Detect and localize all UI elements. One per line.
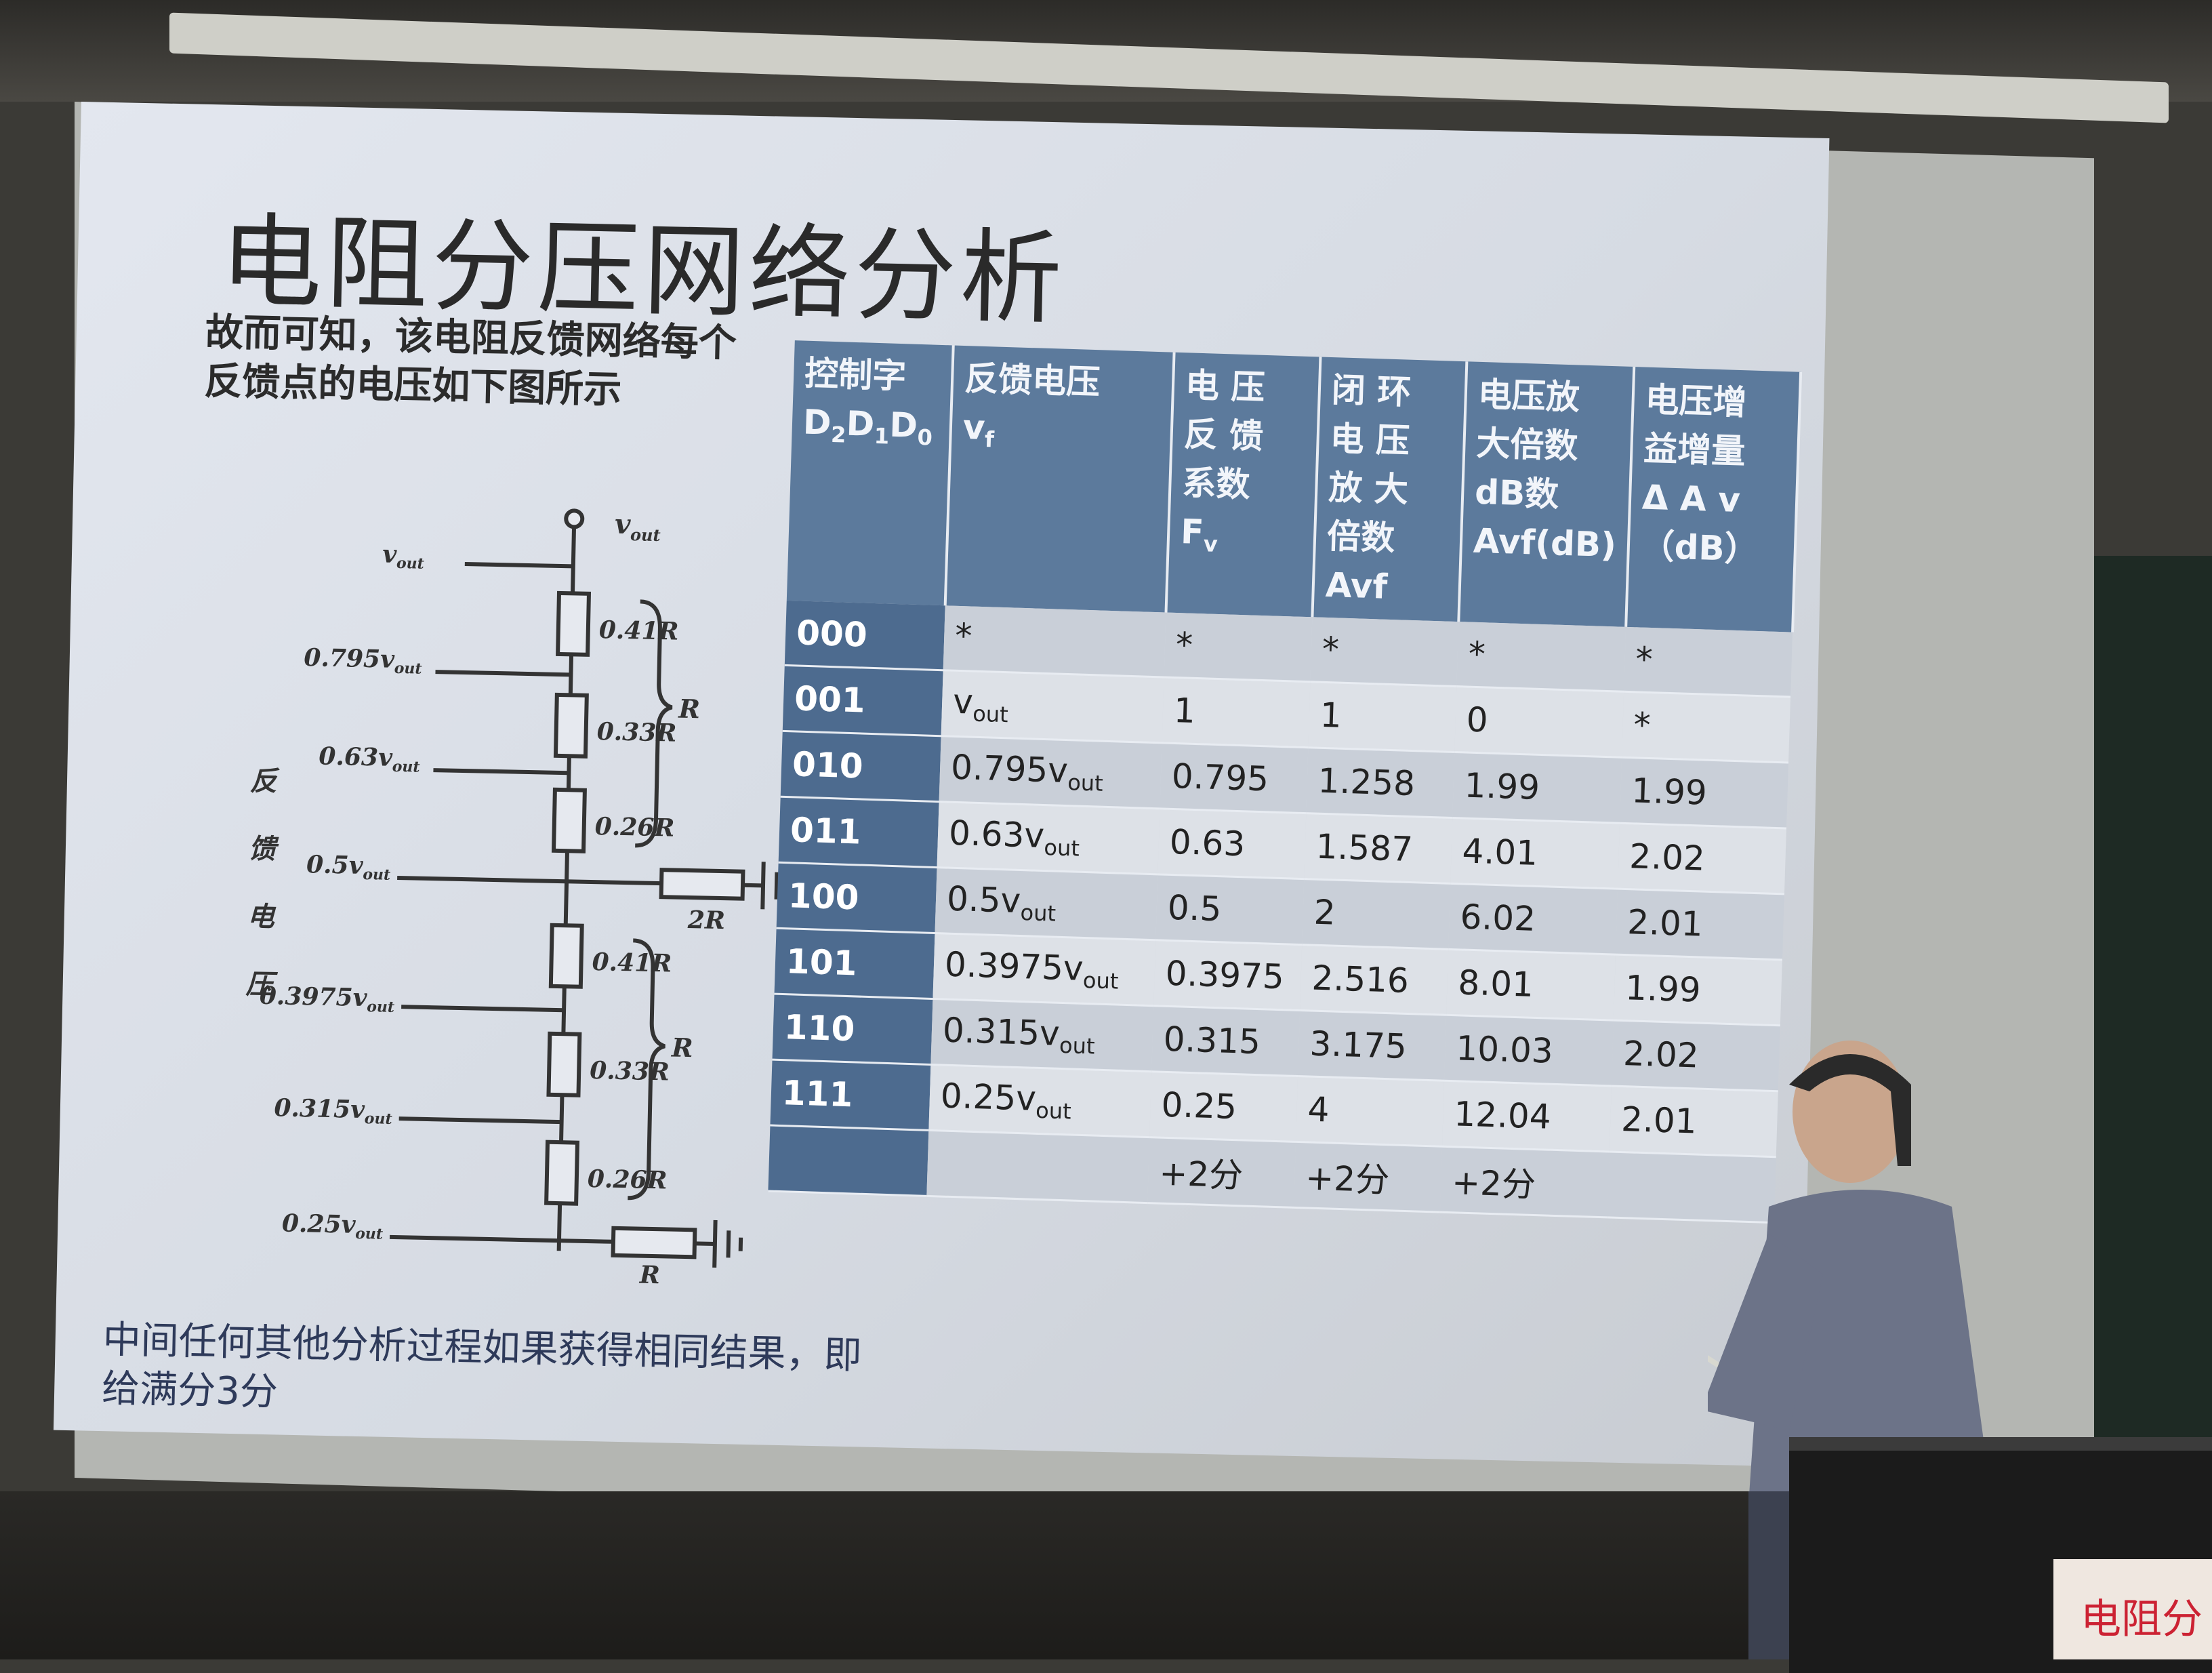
cell-code: 011 xyxy=(779,797,939,867)
cell-delta: 1.99 xyxy=(1614,954,1782,1026)
cell-code: 110 xyxy=(773,994,933,1064)
svg-text:0.5vout: 0.5vout xyxy=(306,850,391,884)
cell-fv: * xyxy=(1164,613,1313,682)
cell-code: 100 xyxy=(777,862,937,933)
svg-text:2R: 2R xyxy=(687,906,725,935)
cell-db: +2分 xyxy=(1440,1146,1610,1217)
cell-fv: 0.3975 xyxy=(1153,940,1302,1011)
cell-vf: 0.25vout xyxy=(928,1064,1151,1137)
cell-vf: 0.63vout xyxy=(937,802,1160,874)
cell-delta: * xyxy=(1622,691,1790,763)
cell-delta: 1.99 xyxy=(1620,757,1788,828)
resistor-divider-circuit: vout vout 0.795vout 0.63vout 0.5vout 0.3… xyxy=(192,498,819,1290)
col-gain-db: 电压放 大倍数 dB数 Avf(dB) xyxy=(1458,361,1634,627)
col-control-word: 控制字 D2D1D0 xyxy=(787,340,954,605)
cell-vf: 0.795vout xyxy=(939,736,1162,809)
cell-vf: 0.5vout xyxy=(935,868,1158,940)
svg-text:0.795vout: 0.795vout xyxy=(304,643,422,678)
svg-text:0.26R: 0.26R xyxy=(594,812,674,842)
slide-footer-note: 中间任何其他分析过程如果获得相同结果，即给满分3分 xyxy=(101,1316,882,1430)
cell-vf: 0.315vout xyxy=(930,999,1153,1072)
svg-text:0.63vout: 0.63vout xyxy=(319,742,420,776)
cell-code xyxy=(768,1125,928,1196)
cell-avf: * xyxy=(1310,617,1458,686)
cell-code: 010 xyxy=(781,731,941,801)
svg-text:0.26R: 0.26R xyxy=(587,1165,667,1194)
svg-text:0.33R: 0.33R xyxy=(596,717,676,747)
cell-db: 12.04 xyxy=(1442,1081,1612,1152)
cell-avf: 2 xyxy=(1302,879,1450,950)
slide-intro-text: 故而可知，该电阻反馈网络每个反馈点的电压如下图所示 xyxy=(204,308,762,417)
svg-text:0.41R: 0.41R xyxy=(592,948,672,977)
cell-fv: +2分 xyxy=(1147,1137,1296,1208)
cell-avf: +2分 xyxy=(1294,1142,1442,1212)
cell-db: 4.01 xyxy=(1450,818,1620,889)
cell-db: 8.01 xyxy=(1446,949,1616,1020)
cell-fv: 0.63 xyxy=(1158,809,1306,879)
svg-text:反: 反 xyxy=(250,765,281,797)
svg-text:R: R xyxy=(678,693,701,725)
svg-text:R: R xyxy=(671,1032,694,1064)
cell-delta: 2.01 xyxy=(1616,889,1784,960)
cell-fv: 0.795 xyxy=(1160,743,1308,813)
cell-db: 6.02 xyxy=(1448,883,1618,954)
col-closed-loop-gain: 闭 环 电 压 放 大 倍数 Avf xyxy=(1312,357,1467,622)
cell-db: 10.03 xyxy=(1444,1015,1614,1086)
cell-code: 000 xyxy=(785,601,945,670)
podium-monitor: 电阻分 xyxy=(2053,1559,2212,1659)
cell-vf: vout xyxy=(941,670,1164,743)
cell-vf: 0.3975vout xyxy=(933,933,1155,1006)
cell-avf: 3.175 xyxy=(1298,1011,1446,1081)
cell-fv: 1 xyxy=(1162,677,1310,748)
cell-delta: 2.02 xyxy=(1618,823,1786,894)
cell-code: 101 xyxy=(775,928,935,999)
col-gain-increment: 电压增 益增量 Δ A v （dB） xyxy=(1626,367,1801,632)
svg-text:0.41R: 0.41R xyxy=(598,616,678,645)
svg-text:0.315vout: 0.315vout xyxy=(274,1093,392,1128)
cell-vf: * xyxy=(943,605,1166,677)
cell-vf xyxy=(926,1130,1149,1203)
cell-avf: 1.258 xyxy=(1306,748,1454,818)
svg-text:vout: vout xyxy=(382,540,425,572)
vout-top-label: vout xyxy=(615,508,661,545)
col-feedback-voltage: 反馈电压 vf xyxy=(945,345,1174,612)
cell-avf: 4 xyxy=(1296,1076,1444,1146)
cell-code: 111 xyxy=(770,1060,930,1130)
cell-db: * xyxy=(1456,622,1626,691)
svg-text:0.3975vout: 0.3975vout xyxy=(259,982,394,1016)
projected-slide: 电阻分压网络分析 故而可知，该电阻反馈网络每个反馈点的电压如下图所示 xyxy=(54,102,1829,1467)
cell-avf: 1 xyxy=(1308,682,1456,752)
cell-avf: 1.587 xyxy=(1304,813,1452,884)
col-feedback-coefficient: 电 压 反 馈 系数 Fv xyxy=(1166,352,1321,618)
cell-fv: 0.5 xyxy=(1155,874,1304,945)
svg-text:R: R xyxy=(638,1261,660,1290)
table-header-row: 控制字 D2D1D0 反馈电压 vf 电 压 反 馈 系数 Fv 闭 环 电 压… xyxy=(787,340,1801,632)
cell-delta: * xyxy=(1624,627,1793,697)
cell-fv: 0.25 xyxy=(1149,1072,1298,1142)
cell-fv: 0.315 xyxy=(1151,1006,1300,1076)
svg-text:0.33R: 0.33R xyxy=(590,1056,670,1086)
cell-db: 0 xyxy=(1454,687,1624,758)
cell-db: 1.99 xyxy=(1452,752,1622,824)
feedback-voltage-table: 控制字 D2D1D0 反馈电压 vf 电 压 反 馈 系数 Fv 闭 环 电 压… xyxy=(768,340,1802,1224)
svg-text:馈: 馈 xyxy=(248,832,279,865)
svg-text:电: 电 xyxy=(247,900,276,933)
svg-text:0.25vout: 0.25vout xyxy=(281,1209,383,1243)
cell-avf: 2.516 xyxy=(1300,945,1448,1015)
cell-code: 001 xyxy=(783,665,943,735)
